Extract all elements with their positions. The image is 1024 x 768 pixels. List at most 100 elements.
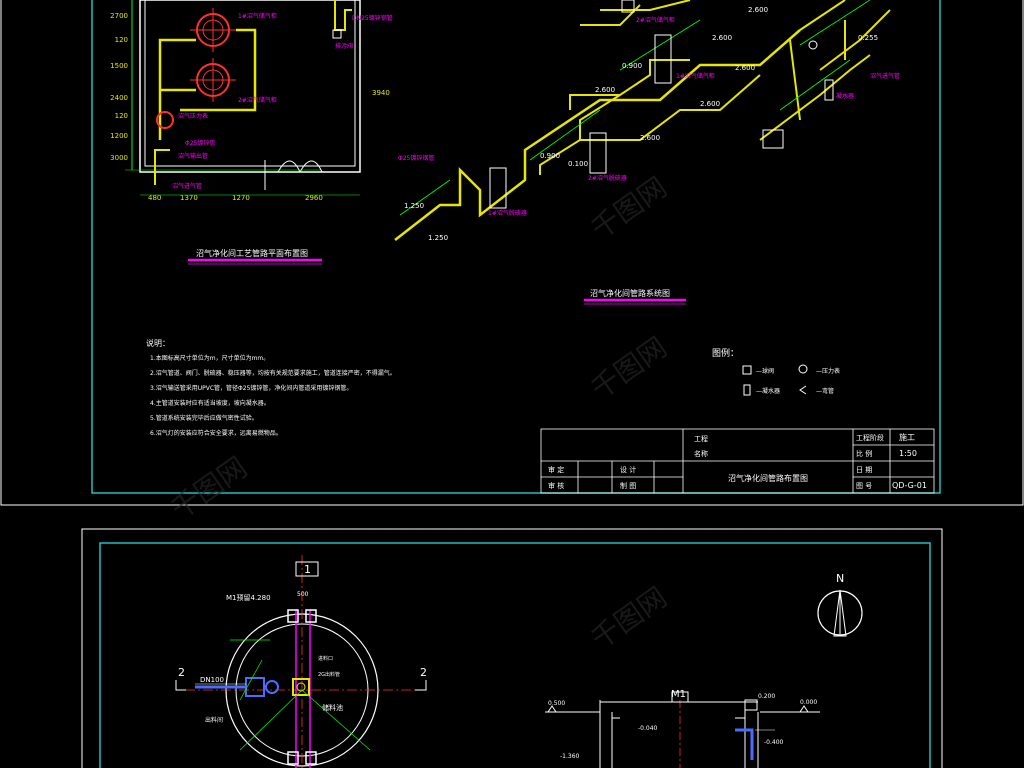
- plan-title: 沼气净化间工艺管路平面布置图: [196, 248, 308, 258]
- lower-dim-top: 500: [297, 591, 309, 598]
- sec-elev-0: 0.500: [548, 700, 565, 707]
- plan-dim-3: 2400: [110, 94, 128, 102]
- lower-label-1: DN100: [200, 676, 224, 684]
- tb-date-label: 日 期: [856, 466, 872, 474]
- lower-label-2: 2G出料管: [318, 671, 340, 678]
- plan-dim-right: 3940: [372, 89, 390, 97]
- legend-item-2: —凝水器: [756, 387, 780, 395]
- title-block: [540, 428, 935, 494]
- system-title: 沼气净化间管路系统图: [590, 288, 670, 298]
- section-2-left: 2: [178, 666, 185, 679]
- tb-project-label: 工程: [694, 434, 708, 443]
- condenser-icon: [762, 129, 784, 149]
- sys-elev-2: 2.600: [595, 86, 615, 94]
- sys-elev-4: 0.900: [540, 152, 560, 160]
- watermark-layer: 千图网 千图网 千图网 千图网: [165, 171, 673, 656]
- tb-review-label: 审 定: [548, 465, 564, 474]
- plan-label-1: 2#沼气储气柜: [238, 96, 277, 104]
- plan-label-2: 沼气压力表: [178, 112, 208, 120]
- gauge-legend-icon: [798, 364, 808, 374]
- ball-valve-icon: [742, 365, 752, 375]
- plan-label-4: Φ25镀锌管: [185, 139, 215, 147]
- plan-dim-1: 120: [115, 36, 128, 44]
- sys-elev-5: 1.250: [404, 202, 424, 210]
- sys-label-6: 凝水器: [836, 92, 854, 100]
- lower-label-0: M1预留4.280: [226, 593, 271, 602]
- note-2: 2.沼气管道、阀门、脱硫器、稳压器等，均按有关规范要求施工，管道连接严密，不得漏…: [150, 369, 396, 377]
- lower-label-5: 储料池: [322, 703, 343, 712]
- sec-elev-3: 0.000: [800, 699, 817, 706]
- sys-elev-1: 2.600: [748, 6, 768, 14]
- sys-elev-8: 2.600: [640, 134, 660, 142]
- plan-dim-b1: 1370: [180, 194, 198, 202]
- plan-dim-b2: 1270: [232, 194, 250, 202]
- notes-heading: 说明：: [146, 338, 170, 348]
- tb-drawno-value: QD-G-01: [892, 481, 927, 490]
- pressure-gauge-icon: [156, 111, 174, 129]
- plan-label-6: 排污阀: [335, 42, 353, 50]
- title-block-text: 工程 名称 工程阶段 施工 比 例 1:50 日 期 图 号 QD-G-01 沼…: [548, 432, 927, 490]
- sys-label-2: 1#沼气储气柜: [676, 72, 715, 80]
- section-m1-label: M1: [671, 689, 686, 700]
- desulfurizer-1-icon: [489, 167, 507, 209]
- watermark-4: 千图网: [165, 451, 253, 526]
- section-1-top: 1: [304, 563, 311, 576]
- legend-block: 图例： —球阀 —压力表 —凝水器 —弯管: [712, 347, 840, 396]
- inlet-box-icon: [292, 678, 310, 696]
- desulfurizer-2-icon: [589, 132, 607, 174]
- section-2-right: 2: [420, 666, 427, 679]
- watermark-2: 千图网: [585, 331, 673, 406]
- lower-label-3: 出料间: [205, 716, 223, 724]
- tb-draw-label: 制 图: [620, 481, 636, 490]
- north-label: N: [836, 572, 844, 585]
- legend-item-3: —弯管: [816, 387, 834, 395]
- sys-label-3: 2#沼气储气柜: [636, 16, 675, 24]
- condenser-legend-icon: [743, 384, 751, 396]
- sys-elev-10: 2.600: [735, 64, 755, 72]
- sys-elev-0: 2.600: [712, 34, 732, 42]
- plan-dim-6: 3000: [110, 154, 128, 162]
- note-4: 4.主管道安装时应有适当坡度，坡向凝水器。: [150, 399, 270, 407]
- tb-stage-value: 施工: [899, 432, 915, 442]
- legend-heading: 图例：: [712, 347, 739, 359]
- tb-drawing-title: 沼气净化间管路布置图: [728, 473, 808, 483]
- tb-scale-value: 1:50: [899, 449, 917, 458]
- plan-dim-5: 1200: [110, 132, 128, 140]
- tank-box-2-icon: [621, 0, 635, 13]
- legend-item-1: —压力表: [816, 367, 840, 375]
- plan-dim-2: 1500: [110, 62, 128, 70]
- sys-label-1: 2#沼气脱硫器: [588, 174, 627, 182]
- elbow-legend-icon: [799, 385, 807, 395]
- lower-label-4: 进料口: [318, 655, 333, 662]
- plan-label-7: 沼气输出管: [178, 152, 208, 160]
- north-arrow-icon: N: [817, 572, 863, 637]
- sys-elev-6: 0.100: [568, 160, 588, 168]
- tb-stage-label: 工程阶段: [856, 433, 884, 442]
- sys-label-0: 1#沼气脱硫器: [488, 209, 527, 217]
- tb-design-label: 设 计: [620, 465, 636, 474]
- tank-plan: 1 2 2 M1预留4.280 DN100 2G出料管 出料间 进料口 储料池 …: [175, 555, 427, 768]
- top-sheet: [0, 0, 1024, 506]
- tb-check-label: 审 核: [548, 481, 564, 490]
- sys-elev-7: 1.250: [428, 234, 448, 242]
- plan-label-0: 1#沼气储气柜: [238, 12, 277, 20]
- plan-drawing: 2700 120 1500 2400 120 1200 3000 3940 48…: [110, 0, 393, 265]
- plan-label-3: DN25镀锌钢管: [352, 14, 393, 22]
- tank-section: M1 0.500 -0.040 0.200 0.000 -0.400 -1.36…: [545, 689, 820, 768]
- legend-item-0: —球阀: [756, 367, 774, 375]
- plan-dim-4: 120: [115, 112, 128, 120]
- sys-label-5: 沼气进气管: [870, 72, 900, 80]
- sec-elev-1: -0.040: [638, 725, 658, 732]
- note-1: 1.本图标高尺寸单位为m，尺寸单位为mm。: [150, 354, 269, 362]
- valve-icon: [808, 40, 818, 50]
- sys-elev-9: 2.600: [700, 100, 720, 108]
- note-3: 3.沼气输送管采用UPVC管，管径Φ25镀锌管，净化间内管道采用镀锌钢管。: [150, 384, 352, 392]
- tb-drawno-label: 图 号: [856, 482, 872, 490]
- tank-box-1-icon: [654, 34, 672, 84]
- sys-elev-3: 0.900: [622, 62, 642, 70]
- watermark-3: 千图网: [585, 581, 673, 656]
- sec-elev-5: -1.360: [560, 753, 580, 760]
- plan-dim-b3: 2960: [305, 194, 323, 202]
- tb-scale-label: 比 例: [856, 449, 872, 458]
- sys-elev-11: 0.255: [858, 34, 878, 42]
